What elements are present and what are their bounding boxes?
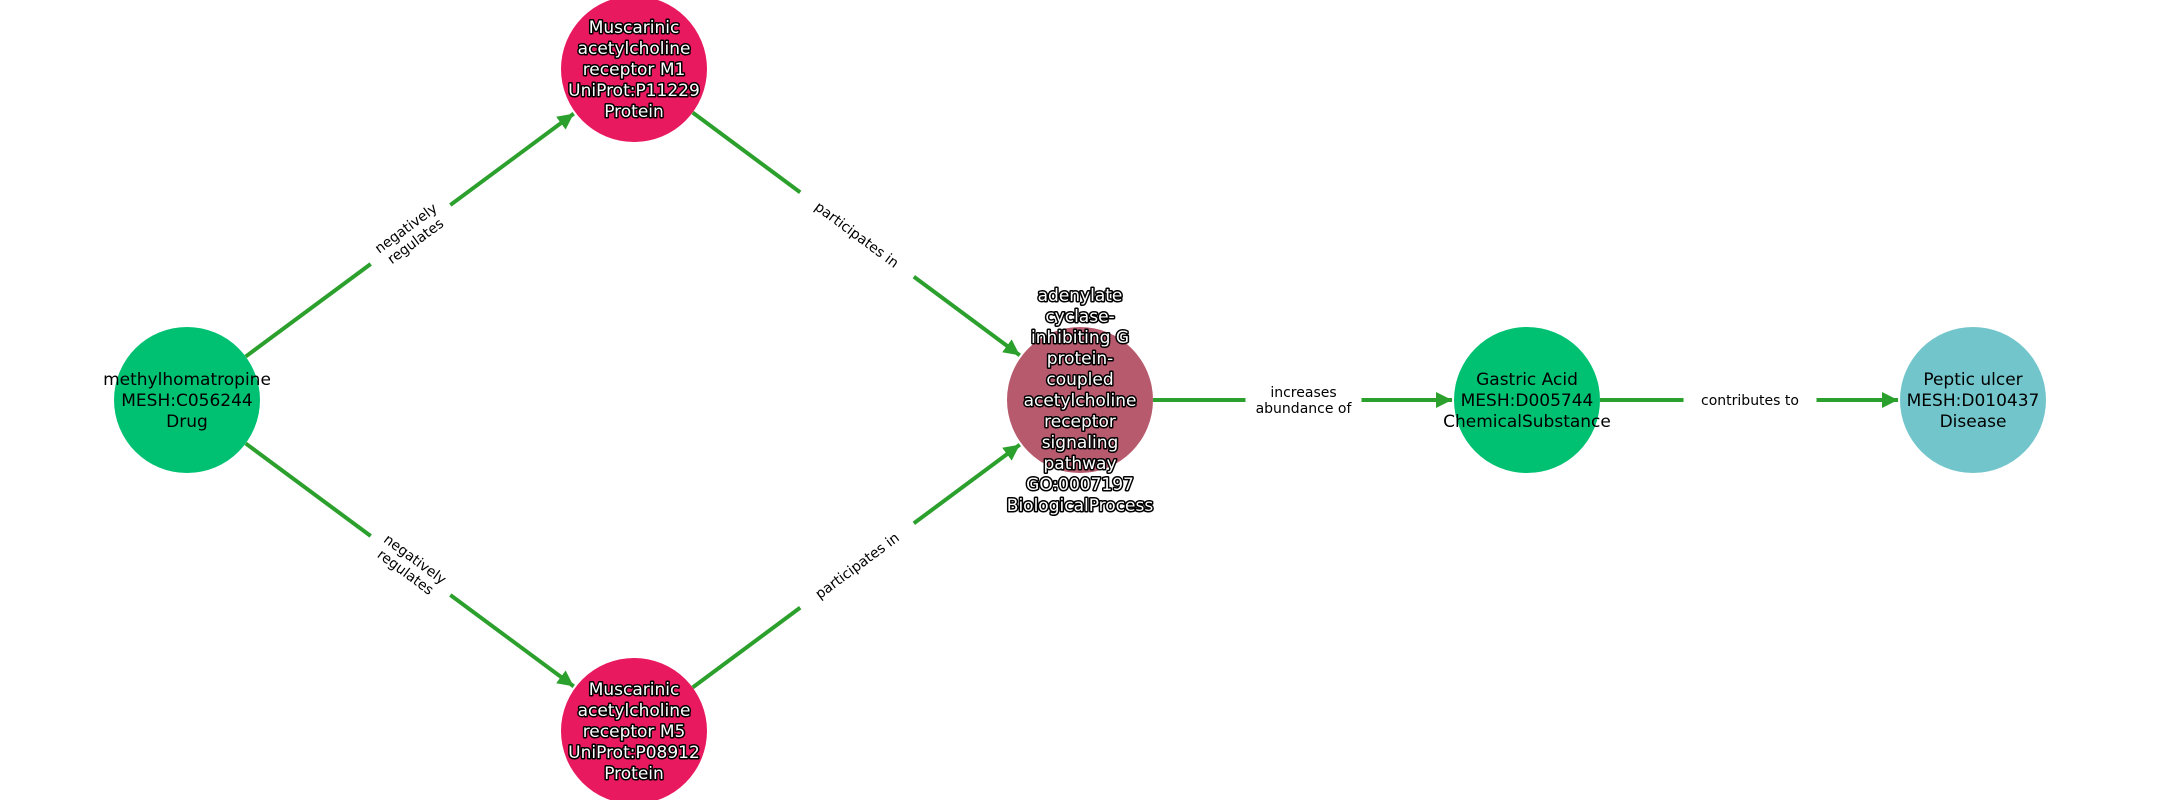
node-circle[interactable] (1900, 327, 2046, 473)
node-circle[interactable] (561, 658, 707, 800)
node-label: Disease (1940, 412, 2007, 432)
node-label: coupled (1046, 370, 1113, 390)
edge-label-background (793, 183, 921, 286)
node-label: Drug (166, 412, 208, 432)
node-label: acetylcholine (578, 701, 691, 721)
node-label: Muscarinic (589, 680, 680, 700)
node-circle[interactable] (561, 0, 707, 142)
edge-label-text: increases (1270, 385, 1336, 401)
edge-label-background (359, 520, 462, 611)
edge-label-text: participates in (813, 530, 903, 603)
nodes-layer: methylhomatropineMESH:C056244DrugMuscari… (103, 0, 2046, 800)
node-label: Gastric Acid (1476, 370, 1578, 390)
node-acid[interactable]: Gastric AcidMESH:D005744ChemicalSubstanc… (1443, 327, 1611, 473)
node-label: MESH:C056244 (121, 391, 252, 411)
node-label: receptor (1044, 412, 1116, 432)
node-label: acetylcholine (578, 39, 691, 59)
node-label: MESH:D010437 (1907, 391, 2040, 411)
node-label: signaling (1042, 433, 1119, 453)
edge-label: participates in (793, 183, 921, 286)
node-label: Protein (604, 764, 664, 784)
node-label: UniProt:P11229 (568, 81, 700, 101)
node-circle[interactable] (1454, 327, 1600, 473)
node-label: acetylcholine (1024, 391, 1137, 411)
node-label: ChemicalSubstance (1443, 412, 1611, 432)
edge-label-text: abundance of (1256, 401, 1353, 417)
node-label: adenylate (1038, 286, 1123, 306)
node-label: receptor M5 (583, 722, 686, 742)
node-label: Muscarinic (589, 18, 680, 38)
node-label: BiologicalProcess (1007, 496, 1154, 516)
node-label: pathway (1043, 454, 1116, 474)
edge-label-background (793, 514, 921, 617)
node-label: receptor M1 (583, 60, 686, 80)
node-circle[interactable] (1007, 327, 1153, 473)
node-label: inhibiting G (1031, 328, 1129, 348)
node-label: Protein (604, 102, 664, 122)
node-label: GO:0007197 (1026, 475, 1134, 495)
node-label: UniProt:P08912 (568, 743, 700, 763)
node-label: methylhomatropine (103, 370, 271, 390)
node-label: protein- (1047, 349, 1114, 369)
node-label: cyclase- (1045, 307, 1114, 327)
node-label: MESH:D005744 (1461, 391, 1594, 411)
edge-label: participates in (793, 514, 921, 617)
edge-label-text: participates in (811, 199, 901, 272)
node-label: Peptic ulcer (1923, 370, 2022, 390)
node-circle[interactable] (114, 327, 260, 473)
edge-label-background (359, 189, 462, 280)
edge-label-text: contributes to (1701, 393, 1799, 409)
edge-label: contributes to (1683, 389, 1817, 411)
edge-label-background (1683, 389, 1817, 411)
edge-label-background (1245, 381, 1362, 419)
